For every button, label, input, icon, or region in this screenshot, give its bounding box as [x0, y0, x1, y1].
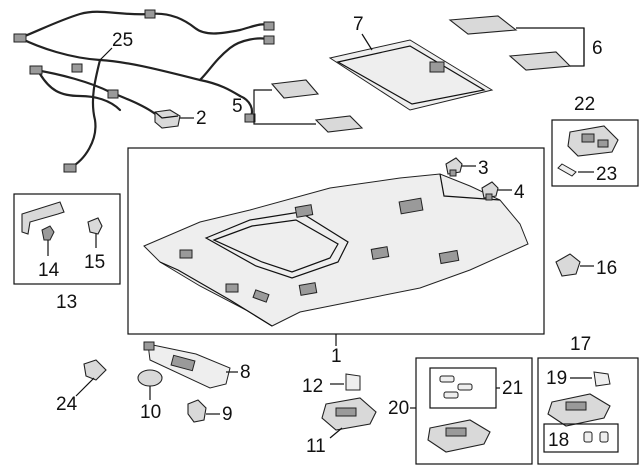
callout-12: 12 — [302, 376, 323, 397]
bulb-set-part — [439, 375, 473, 399]
callout-14: 14 — [38, 260, 60, 281]
bracket-24-part — [83, 359, 107, 381]
sound-insulation-pad-part — [328, 39, 494, 111]
assist-grip-group-box — [13, 193, 121, 285]
fastener-set-part — [583, 431, 609, 443]
headliner-part — [143, 173, 529, 327]
callout-11: 11 — [306, 436, 326, 457]
courtesy-lamp-part — [427, 419, 491, 453]
vanity-lamp-group-box — [537, 357, 639, 465]
grip-cover-15-part — [87, 217, 103, 235]
clip-3-part — [445, 157, 463, 177]
fastener-set-box — [543, 423, 619, 453]
callout-18: 18 — [548, 430, 569, 451]
pad-small-upper-part — [270, 79, 320, 99]
pad-small-lower-part — [314, 115, 364, 133]
callout-8: 8 — [240, 362, 251, 383]
callout-17: 17 — [570, 334, 591, 355]
courtesy-lamp-group-box — [415, 357, 533, 465]
visor-holder-part — [187, 399, 207, 423]
bulb-19-part — [593, 371, 611, 387]
bulb-part — [557, 163, 577, 177]
callout-6: 6 — [592, 38, 603, 59]
dome-lamp-part — [321, 397, 377, 431]
callout-7: 7 — [353, 14, 364, 35]
callout-3: 3 — [478, 158, 489, 179]
callout-24: 24 — [56, 394, 78, 415]
callout-13: 13 — [56, 292, 77, 313]
grip-clip-14-part — [41, 225, 55, 241]
bulb-12-part — [345, 373, 361, 391]
callout-4: 4 — [514, 182, 525, 203]
callout-5: 5 — [232, 96, 243, 117]
callout-16: 16 — [596, 258, 617, 279]
coat-hook-part — [555, 253, 581, 277]
vanity-lamp-part — [547, 393, 611, 427]
pad-lower-part — [508, 51, 572, 71]
assist-grip-part — [21, 201, 65, 235]
callout-19: 19 — [546, 368, 567, 389]
callout-22: 22 — [574, 94, 595, 115]
callout-10: 10 — [140, 402, 161, 423]
clip-part — [154, 109, 181, 129]
callout-23: 23 — [596, 164, 617, 185]
callout-25: 25 — [112, 30, 133, 51]
pad-upper-part — [448, 15, 518, 35]
callout-9: 9 — [222, 404, 233, 425]
visor-cap-part — [137, 369, 163, 387]
sun-visor-part — [143, 341, 231, 389]
callout-20: 20 — [388, 398, 409, 419]
callout-15: 15 — [84, 252, 105, 273]
clip-4-part — [481, 181, 499, 201]
callout-2: 2 — [196, 108, 207, 129]
callout-21: 21 — [502, 378, 523, 399]
callout-1: 1 — [331, 346, 342, 367]
map-lamp-group-box — [551, 119, 639, 187]
map-lamp-part — [567, 125, 619, 157]
